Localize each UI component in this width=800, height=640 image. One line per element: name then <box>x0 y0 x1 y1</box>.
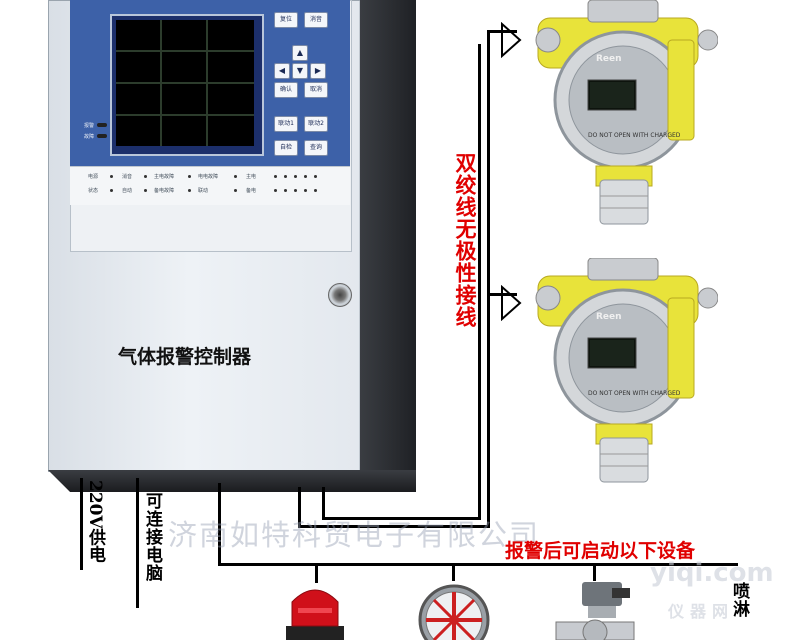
bus-wire <box>478 44 481 519</box>
controller-title: 气体报警控制器 <box>118 346 252 368</box>
fault-led <box>97 134 107 138</box>
reset-key[interactable]: 复位 <box>274 12 298 28</box>
exhaust-fan-icon <box>418 584 490 640</box>
arrow-icon <box>501 22 522 58</box>
company-watermark: 济南如特科贸电子有限公司 <box>168 518 541 552</box>
relay1-key[interactable]: 联动1 <box>274 116 298 132</box>
alarm-note: 报警后可启动以下设备 <box>505 540 696 562</box>
relay-wire <box>593 563 596 581</box>
bus-wire <box>322 517 481 520</box>
pc-wire <box>136 478 139 608</box>
bus-wire <box>487 30 490 525</box>
self-test-key[interactable]: 自检 <box>274 140 298 156</box>
right-arrow-key[interactable]: ▶ <box>310 63 326 79</box>
detector-warning: DO NOT OPEN WITH CHARGED <box>588 132 681 139</box>
relay-wire <box>452 563 455 581</box>
relay-wire <box>218 483 221 565</box>
spray-label: 喷淋 <box>729 582 749 618</box>
fault-indicator-label: 故障 <box>84 134 95 140</box>
left-arrow-key[interactable]: ◀ <box>274 63 290 79</box>
confirm-key[interactable]: 确认 <box>274 82 298 98</box>
cancel-key[interactable]: 取消 <box>304 82 328 98</box>
power-label: 220V供电 <box>85 480 105 563</box>
status-label: 消音 <box>122 174 133 180</box>
cabinet-bottom <box>48 470 416 492</box>
relay-wire <box>218 563 738 566</box>
relay2-key[interactable]: 联动2 <box>304 116 328 132</box>
bus-wire <box>298 487 301 527</box>
power-wire <box>80 478 83 570</box>
status-label: 状态 <box>88 188 99 194</box>
solenoid-valve-icon <box>555 582 635 640</box>
gas-detector: Reen DO NOT OPEN WITH CHARGED <box>528 257 719 494</box>
query-key[interactable]: 查询 <box>304 140 328 156</box>
arrow-icon <box>501 285 522 321</box>
mute-key[interactable]: 消音 <box>304 12 328 28</box>
up-arrow-key[interactable]: ▲ <box>292 45 308 61</box>
alarm-light-icon <box>286 589 344 640</box>
cabinet-side <box>360 0 416 490</box>
lcd-screen <box>116 20 254 146</box>
status-label: 主电故障 <box>154 174 175 180</box>
detector-warning: DO NOT OPEN WITH CHARGED <box>588 390 681 397</box>
gas-detector: Reen DO NOT OPEN WITH CHARGED <box>528 0 719 236</box>
bus-wire <box>322 487 325 519</box>
wiring-note: 双绞线无极性接线 <box>453 152 478 328</box>
down-arrow-key[interactable]: ▼ <box>292 63 308 79</box>
pc-connect-label: 可连接电脑 <box>142 492 162 582</box>
status-label: 自动 <box>122 188 133 194</box>
status-label: 电电故障 <box>198 174 219 180</box>
relay-wire <box>315 563 318 583</box>
status-label: 联动 <box>198 188 209 194</box>
site-watermark: yiqi.com <box>650 558 774 588</box>
status-label: 备电 <box>246 188 257 194</box>
status-strip: 电源 消音 主电故障 电电故障 主电 状态 自动 备电故障 联动 备电 <box>70 166 350 205</box>
detector-brand: Reen <box>596 54 622 64</box>
alarm-led <box>97 123 107 127</box>
status-label: 电源 <box>88 174 99 180</box>
detector-brand: Reen <box>596 312 622 322</box>
status-label: 备电故障 <box>154 188 175 194</box>
alarm-indicator-label: 报警 <box>84 123 95 129</box>
site-watermark-sub: 仪器网 <box>668 602 735 621</box>
lock-keyhole-icon <box>328 283 352 307</box>
bus-wire <box>298 525 490 528</box>
status-label: 主电 <box>246 174 257 180</box>
